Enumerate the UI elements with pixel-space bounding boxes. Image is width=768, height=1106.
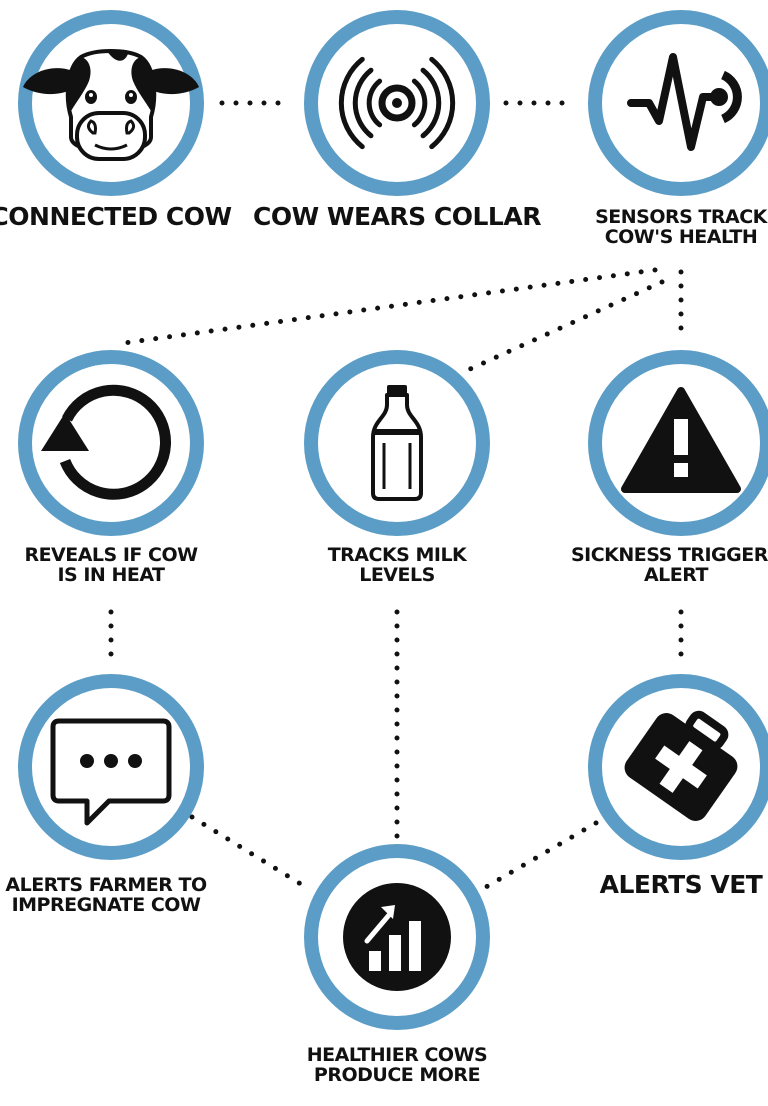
node-label-cow-wears-collar: COW WEARS COLLAR: [253, 202, 541, 231]
cycle-arrow-icon: [41, 384, 171, 500]
label-line: ALERT: [643, 563, 709, 586]
connector-sensors-track-to-tracks-milk: [465, 279, 665, 373]
connector-layer: [108, 100, 684, 890]
label-line: COW WEARS COLLAR: [253, 202, 541, 231]
node-alerts-farmer: [18, 674, 204, 860]
label-line: REVEALS IF COW: [24, 544, 198, 566]
label-line: COW'S HEALTH: [604, 225, 758, 248]
label-line: ALERTS FARMER TO: [5, 874, 207, 896]
chat-bubble-icon: [50, 718, 172, 826]
node-label-connected-cow: CONNECTED COW: [0, 202, 232, 231]
label-line: HEALTHIER COWS: [306, 1044, 488, 1066]
milk-bottle-icon: [371, 385, 423, 501]
label-line: IMPREGNATE COW: [11, 893, 201, 916]
node-alerts-vet: [588, 674, 768, 860]
label-line: LEVELS: [359, 563, 435, 586]
node-label-alerts-vet: ALERTS VET: [599, 870, 763, 899]
growth-chart-icon: [343, 883, 451, 991]
label-line: TRACKS MILK: [327, 544, 467, 566]
node-ring: [18, 350, 204, 536]
heartbeat-sensor-icon: [627, 53, 742, 151]
label-line: IS IN HEAT: [57, 563, 165, 586]
node-connected-cow: [18, 10, 204, 196]
label-line: CONNECTED COW: [0, 202, 232, 231]
label-line: ALERTS VET: [599, 870, 763, 899]
connector-alerts-farmer-to-healthier-cows: [189, 814, 307, 889]
node-sensors-track: [588, 10, 768, 196]
node-healthier-cows: [304, 844, 490, 1030]
label-line: PRODUCE MORE: [313, 1063, 481, 1086]
label-line: SICKNESS TRIGGERS: [570, 544, 768, 566]
node-layer: [18, 10, 768, 1030]
node-cow-wears-collar: [304, 10, 490, 196]
node-reveals-heat: [18, 350, 204, 536]
connector-sensors-track-to-reveals-heat: [121, 267, 658, 346]
label-line: SENSORS TRACK: [595, 206, 767, 228]
node-tracks-milk: [304, 350, 490, 536]
node-sickness-alert: [588, 350, 768, 536]
cow-face-icon: [23, 49, 199, 161]
medical-kit-icon: [624, 710, 738, 821]
connector-alerts-vet-to-healthier-cows: [483, 820, 599, 890]
warning-triangle-icon: [621, 387, 741, 493]
signal-collar-icon: [338, 56, 456, 150]
